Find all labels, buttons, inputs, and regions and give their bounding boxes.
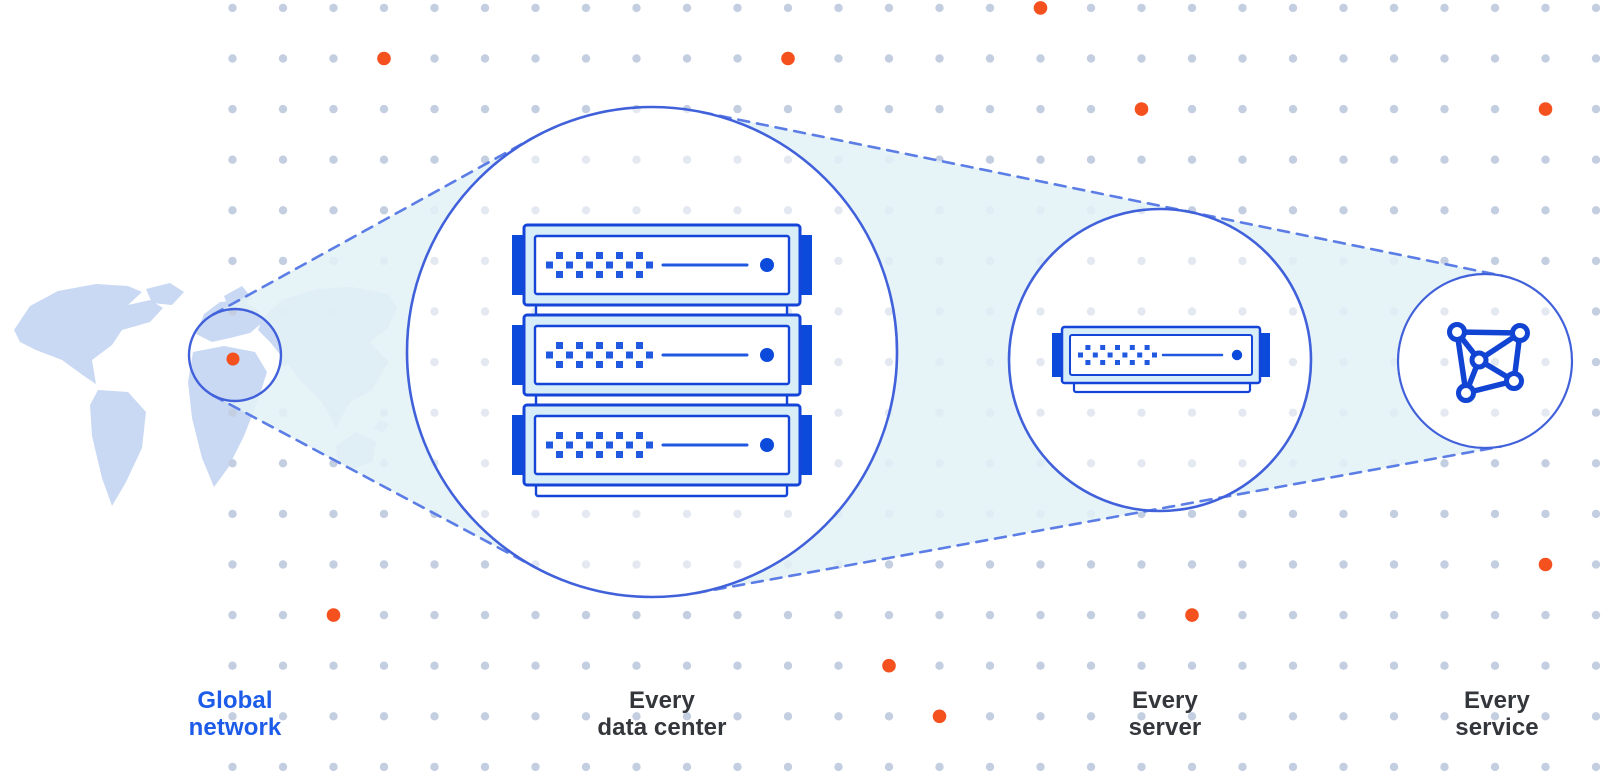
label-line: server: [1128, 714, 1202, 741]
zoom-beam: [212, 112, 1503, 594]
service-circle: [1396, 272, 1574, 450]
focus-circles: [187, 105, 1574, 599]
zoom-dashed-lines: [211, 110, 1504, 595]
network-mesh-icon: [1447, 322, 1530, 403]
data-center-rack-stack-icon: [510, 223, 814, 498]
label-line: Every: [629, 687, 695, 714]
server-circle: [1007, 207, 1313, 513]
label-every-data-center: Every data center: [597, 687, 726, 741]
label-line: Global: [197, 687, 273, 714]
label-line: Every: [1132, 687, 1198, 714]
label-global-network: Global network: [189, 687, 282, 741]
label-line: Every: [1464, 687, 1530, 714]
data-center-circle: [405, 105, 899, 599]
server-unit-icon: [1050, 325, 1272, 394]
orange-location-dot: [226, 352, 240, 366]
rack-unit-3: [510, 403, 814, 487]
label-line: network: [188, 714, 282, 741]
label-every-server: Every server: [1129, 687, 1202, 741]
rack-unit-1: [510, 223, 814, 307]
label-line: service: [1455, 714, 1539, 741]
label-every-service: Every service: [1455, 687, 1538, 741]
map-focus-circle: [187, 307, 283, 403]
label-line: data center: [597, 714, 727, 741]
rack-unit-2: [510, 313, 814, 397]
